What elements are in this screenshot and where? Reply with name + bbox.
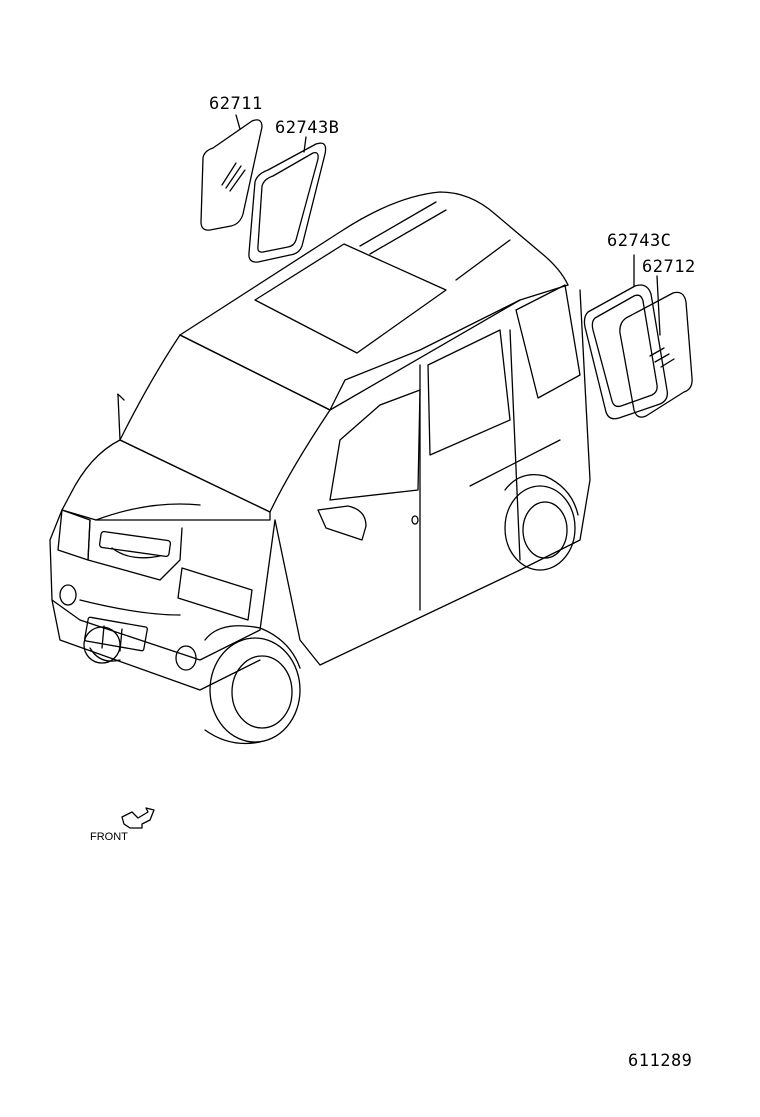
front-arrow-icon xyxy=(122,808,154,828)
leader-62711 xyxy=(236,115,240,129)
part-number-62712[interactable]: 62712 xyxy=(642,257,696,277)
vehicle-body xyxy=(50,192,590,744)
quarter-glass-left-part[interactable] xyxy=(201,120,262,230)
part-number-62743C[interactable]: 62743C xyxy=(607,231,672,251)
front-direction-label: FRONT xyxy=(90,831,128,843)
quarter-glass-right-part[interactable] xyxy=(620,292,692,417)
leader-62712 xyxy=(657,276,660,335)
leader-62743B xyxy=(304,137,306,152)
part-number-62743B[interactable]: 62743B xyxy=(275,118,340,138)
illustration-number: 611289 xyxy=(628,1051,693,1071)
part-number-62711[interactable]: 62711 xyxy=(209,94,263,114)
weatherstrip-right-part[interactable] xyxy=(584,285,667,419)
weatherstrip-left-part[interactable] xyxy=(249,143,326,262)
